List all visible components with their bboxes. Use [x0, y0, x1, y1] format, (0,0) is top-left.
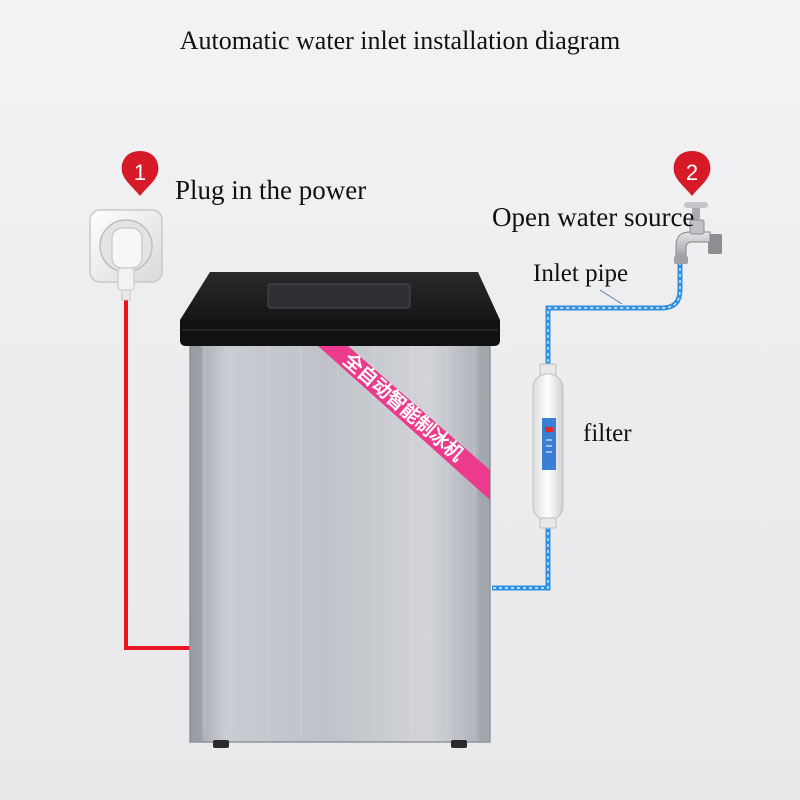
inlet-pipe-pointer [599, 289, 623, 305]
step-1-label: Plug in the power [175, 175, 367, 205]
ice-machine [180, 272, 500, 748]
step-1-number: 1 [134, 160, 146, 185]
inlet-pipe [492, 262, 683, 591]
step-2-marker: 2 [673, 151, 711, 196]
wall-socket [89, 209, 163, 301]
filter-label: filter [583, 420, 632, 447]
step-1-marker: 1 [121, 151, 159, 196]
step-2-number: 2 [686, 160, 698, 185]
diagram-title: Automatic water inlet installation diagr… [179, 26, 621, 55]
power-cord [124, 300, 190, 650]
water-filter [532, 363, 564, 529]
inlet-pipe-label: Inlet pipe [533, 260, 629, 287]
step-2-label: Open water source [492, 202, 695, 232]
water-tap-icon [674, 202, 722, 264]
